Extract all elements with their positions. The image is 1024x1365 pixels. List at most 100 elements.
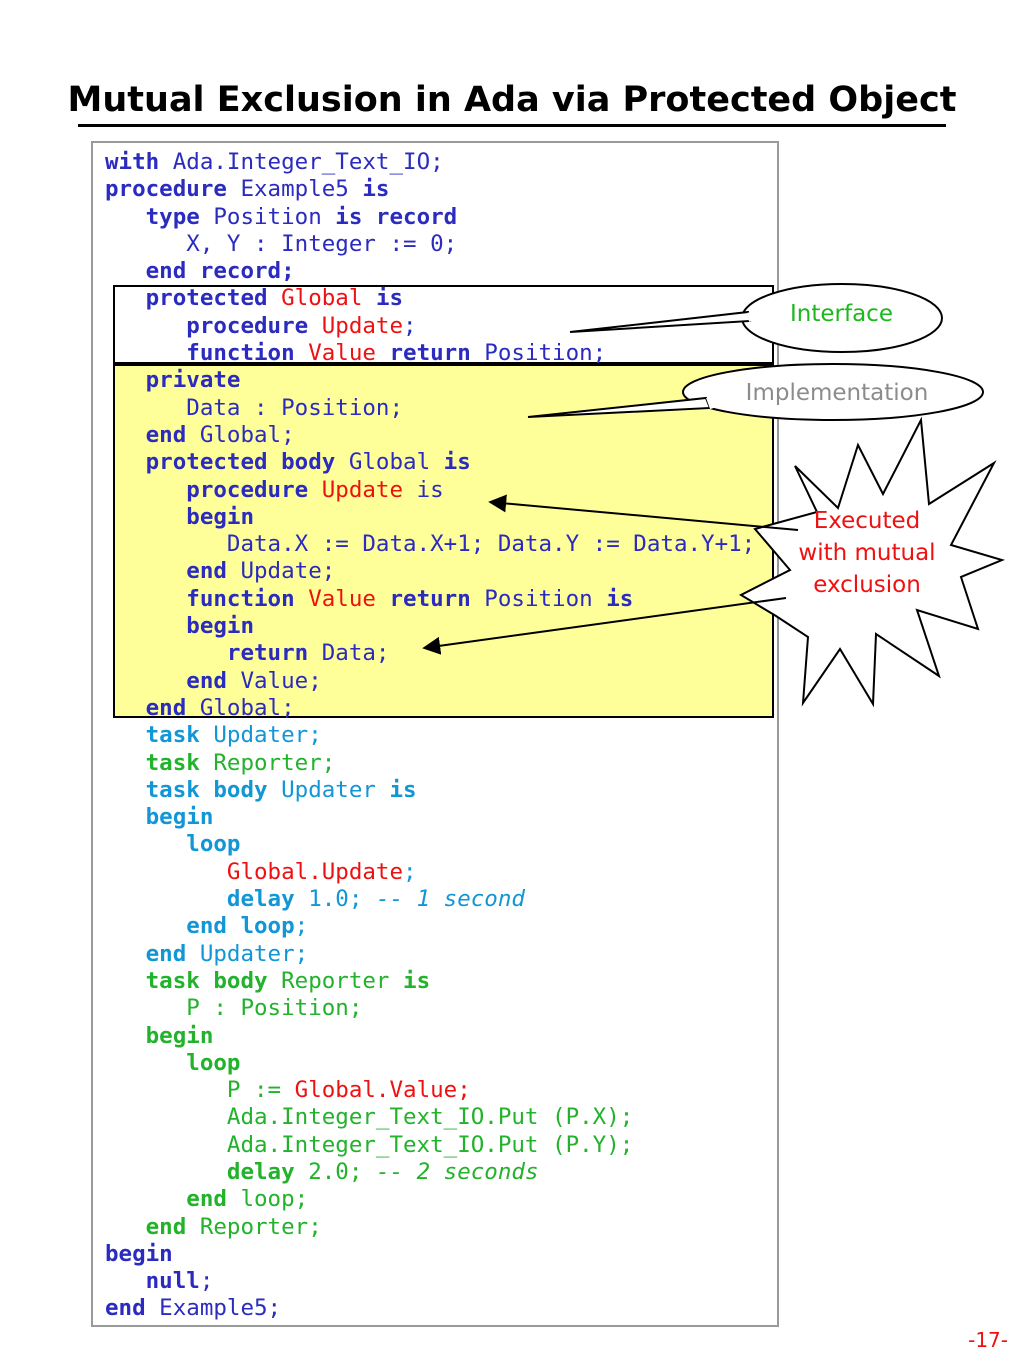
mutual-exclusion-starburst (738, 416, 1005, 708)
code-line: return Data; (105, 640, 755, 667)
code-token: Global; (186, 694, 295, 721)
code-line: loop (105, 1050, 755, 1077)
code-token: function (186, 340, 295, 367)
code-line: end Updater; (105, 941, 755, 968)
code-line: task body Updater is (105, 777, 755, 804)
code-line: P : Position; (105, 995, 755, 1022)
code-token: end (186, 667, 227, 694)
code-frame (91, 141, 779, 1327)
code-token: loop; (226, 1186, 309, 1213)
code-token: Position (199, 203, 336, 230)
code-token: Ada.Integer_Text_IO; (159, 149, 444, 175)
code-token: Updater; (199, 722, 322, 749)
code-line: Data : Position; (105, 395, 755, 422)
code-line: procedure Update; (105, 313, 755, 340)
code-line: end Reporter; (105, 1214, 755, 1241)
code-line: end Update; (105, 558, 755, 585)
code-token: null (145, 1268, 200, 1295)
code-token: is (375, 285, 404, 312)
code-token: task (145, 722, 200, 749)
code-token: Reporter (267, 967, 404, 994)
code-token: end record; (145, 258, 295, 285)
code-line: begin (105, 1023, 755, 1050)
code-token: Example5; (145, 1295, 282, 1322)
code-line: end Global; (105, 695, 755, 722)
code-token: protected (145, 285, 268, 312)
code-token: is (403, 476, 444, 503)
code-line: Ada.Integer_Text_IO.Put (P.Y); (105, 1132, 755, 1159)
code-line: procedure Example5 is (105, 176, 755, 203)
code-line: delay 2.0; -- 2 seconds (105, 1159, 755, 1186)
code-line: null; (105, 1268, 755, 1295)
code-token: return (226, 640, 309, 667)
code-token: Reporter; (186, 1213, 322, 1240)
code-token: P : Position; (105, 995, 363, 1022)
code-token: end (145, 421, 187, 448)
code-token: with (105, 149, 160, 175)
code-token: Update (321, 312, 404, 339)
code-token: delay (226, 886, 295, 913)
code-token: Value; (226, 667, 322, 694)
code-token: ; (294, 913, 309, 940)
code-token: private (145, 367, 241, 394)
code-line: task body Reporter is (105, 968, 755, 995)
code-line: procedure Update is (105, 477, 755, 504)
code-token: Data.X := Data.X+1; Data.Y := Data.Y+1; (105, 531, 756, 558)
code-token: Updater (267, 776, 390, 803)
code-line: begin (105, 504, 755, 531)
code-line: end loop; (105, 1186, 755, 1213)
code-token: Global; (186, 421, 295, 448)
code-token: Example5 (226, 176, 363, 203)
code-token: Value (308, 340, 376, 367)
code-line: X, Y : Integer := 0; (105, 231, 755, 258)
code-line: end Example5; (105, 1295, 755, 1322)
code-listing: with Ada.Integer_Text_IO;procedure Examp… (105, 149, 755, 1323)
code-token: is (362, 176, 390, 203)
code-token: is (443, 449, 471, 476)
code-token: X, Y : Integer := 0; (105, 230, 458, 257)
code-token: loop (186, 1049, 241, 1076)
code-token: Global (335, 449, 444, 476)
mutual-exclusion-label: Executed with mutual exclusion (798, 508, 936, 598)
code-token: end (145, 694, 187, 721)
code-token: -- 1 second (375, 886, 525, 913)
code-token: Ada.Integer_Text_IO.Put (P.Y); (105, 1131, 634, 1158)
code-token: task body (145, 776, 268, 803)
code-token: end (105, 1295, 146, 1322)
code-token: return (389, 340, 471, 367)
code-token: return (389, 585, 471, 612)
code-line: with Ada.Integer_Text_IO; (105, 149, 755, 176)
code-token: Reporter; (199, 749, 336, 776)
code-line: private (105, 367, 755, 394)
code-token: Position; (470, 340, 607, 367)
code-token: begin (145, 804, 214, 831)
code-token: end (145, 940, 187, 967)
code-token: begin (105, 1240, 173, 1267)
page-number: -17- (968, 1328, 1008, 1352)
title-underline (78, 124, 946, 127)
code-token: Update; (226, 558, 336, 585)
code-token: P := (105, 1077, 295, 1104)
arrow-to-value (422, 597, 787, 655)
code-token: end (186, 1186, 227, 1213)
code-token: Global (281, 285, 363, 312)
implementation-label: Implementation (745, 380, 929, 406)
code-token: Global.Value; (294, 1077, 471, 1104)
code-token: Update (321, 476, 404, 503)
code-token: function (186, 585, 295, 612)
code-line: task Updater; (105, 722, 755, 749)
code-token: ; (199, 1268, 214, 1295)
slide-title: Mutual Exclusion in Ada via Protected Ob… (67, 80, 957, 120)
code-line: P := Global.Value; (105, 1077, 755, 1104)
code-line: Global.Update; (105, 859, 755, 886)
code-token: delay (226, 1158, 295, 1185)
code-line: end record; (105, 258, 755, 285)
code-token: Data; (308, 640, 390, 667)
code-line: delay 1.0; -- 1 second (105, 886, 755, 913)
code-token: end loop (186, 913, 295, 940)
code-token: Updater; (186, 940, 309, 967)
implementation-callout-bubble (527, 363, 984, 421)
code-token: procedure (186, 312, 309, 339)
code-token: is (389, 776, 417, 803)
